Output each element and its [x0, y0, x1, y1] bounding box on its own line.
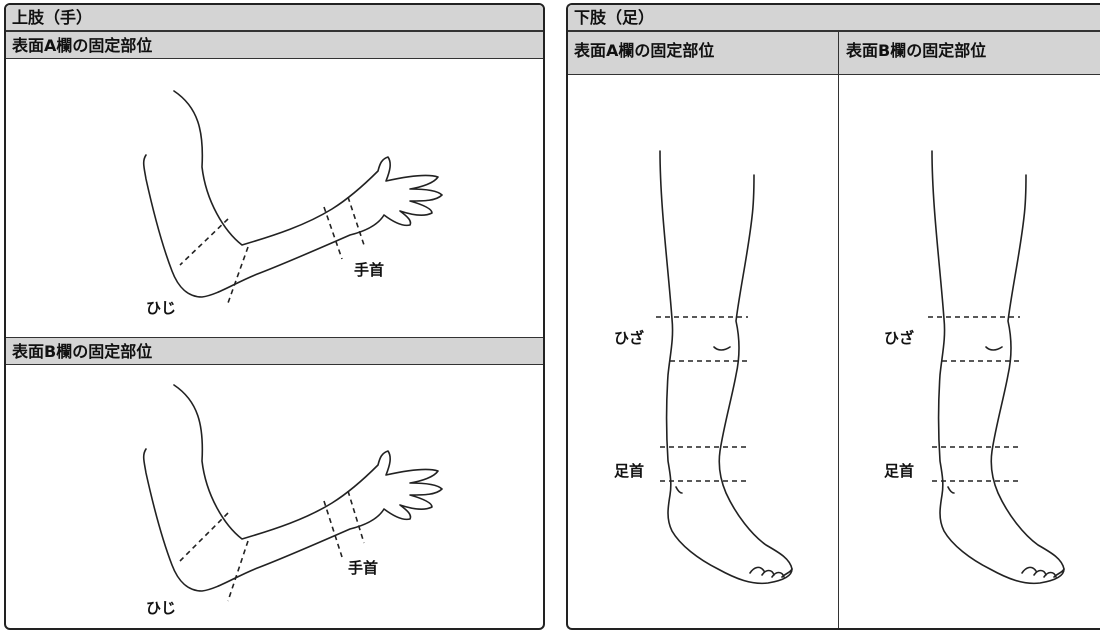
leg-illustration-a [656, 150, 793, 585]
lower-limb-panel: 下肢（足） 表面A欄の固定部位 表面B欄の固定部位 ひざ 足首 [566, 3, 1100, 630]
wrist-dash-lines-b [323, 490, 365, 558]
lower-limb-title: 下肢（足） [568, 5, 1100, 31]
elbow-dash-lines-a [179, 218, 249, 304]
upper-section-b-title: 表面B欄の固定部位 [6, 337, 543, 365]
leg-illustration-b [928, 150, 1065, 585]
wrist-dash-lines-a [323, 196, 365, 260]
elbow-dash-lines-b [179, 512, 249, 602]
ankle-dash-lines-b [932, 446, 1020, 482]
ankle-label-a: 足首 [614, 462, 645, 480]
knee-label-b: ひざ [884, 329, 915, 347]
lower-subheader-row: 表面A欄の固定部位 表面B欄の固定部位 [568, 31, 1100, 75]
wrist-label-b: 手首 [348, 559, 379, 577]
leg-outline-b [931, 150, 1065, 585]
lower-section-b-title: 表面B欄の固定部位 [846, 41, 987, 60]
arm-outline-b [142, 384, 443, 592]
knee-label-a: ひざ [614, 329, 645, 347]
leg-outline-a [659, 150, 793, 585]
elbow-label-a: ひじ [146, 299, 177, 317]
upper-limb-title: 上肢（手） [6, 5, 543, 31]
ankle-label-b: 足首 [884, 462, 915, 480]
lower-section-a-title: 表面A欄の固定部位 [574, 41, 715, 60]
knee-dash-lines-a [656, 316, 748, 362]
arm-outline-a [142, 90, 443, 298]
upper-limb-panel: 上肢（手） 表面A欄の固定部位 ひじ 手首 表面B欄の固定部位 ひじ 手首 [4, 3, 545, 630]
upper-section-a-title: 表面A欄の固定部位 [6, 31, 543, 59]
arm-illustration-b [142, 384, 443, 602]
elbow-label-b: ひじ [146, 599, 177, 617]
lower-column-divider [838, 31, 839, 628]
arm-illustration-a [142, 90, 443, 304]
wrist-label-a: 手首 [354, 261, 385, 279]
ankle-dash-lines-a [660, 446, 748, 482]
knee-dash-lines-b [928, 316, 1020, 362]
